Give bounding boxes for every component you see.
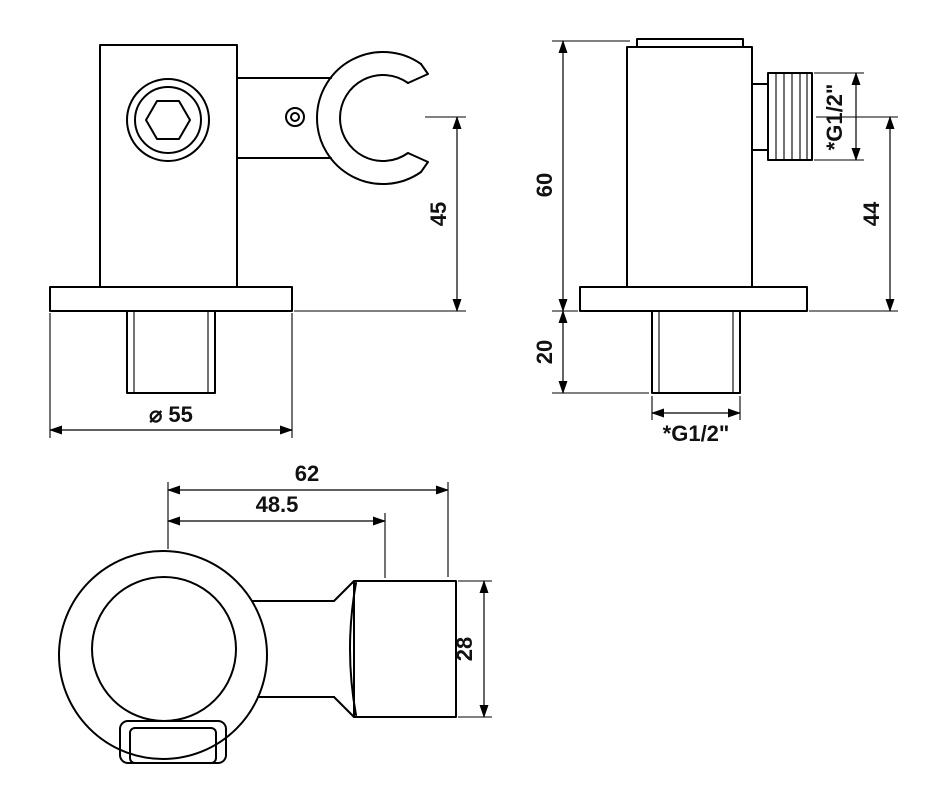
- dim-label-45: 45: [426, 202, 451, 226]
- hex-screw: [126, 78, 210, 162]
- dim-label-outlet-thread: *G1/2": [822, 84, 847, 151]
- side-top-cap: [636, 38, 744, 48]
- hex-screw-outer-circle: [126, 78, 210, 162]
- top-dim-arm-width: 48.5: [167, 492, 386, 578]
- top-dim-holder-depth: 28: [452, 580, 492, 718]
- side-dim-body-height: 60: [532, 40, 630, 312]
- side-body: [626, 46, 753, 288]
- side-stub: [651, 310, 741, 394]
- side-outlet: [751, 72, 813, 161]
- top-dim-total-width: 62: [167, 461, 449, 577]
- side-dim-stub-thread: *G1/2": [651, 396, 741, 446]
- front-dim-diameter: ⌀ 55: [49, 313, 293, 438]
- pivot-screw: [285, 107, 305, 127]
- dim-label-diameter-55: ⌀ 55: [149, 402, 193, 427]
- top-flange-circle: [58, 550, 268, 760]
- dim-label-60: 60: [532, 173, 557, 197]
- side-dim-stub-length: 20: [532, 310, 649, 394]
- dim-label-stub-thread: *G1/2": [663, 421, 730, 446]
- dim-label-20: 20: [532, 340, 557, 364]
- dim-label-62: 62: [295, 461, 319, 486]
- top-arm: [251, 580, 355, 718]
- dim-label-28: 28: [452, 637, 477, 661]
- dim-label-44: 44: [859, 201, 884, 226]
- top-view: 62 48.5 28: [58, 461, 492, 764]
- front-view: 45 ⌀ 55: [49, 44, 466, 438]
- holder-clamp: [316, 50, 429, 186]
- top-bottom-hook: [119, 720, 227, 764]
- side-dim-outlet-offset: 44: [809, 116, 898, 312]
- hex-socket: [145, 100, 191, 140]
- side-flange: [579, 286, 808, 312]
- front-arm: [236, 77, 332, 159]
- front-dim-height: 45: [294, 116, 466, 312]
- side-dim-outlet-thread: *G1/2": [814, 72, 864, 161]
- front-stub: [126, 310, 216, 394]
- top-body-circle: [91, 576, 237, 722]
- pivot-screw-center: [290, 112, 300, 122]
- hex-screw-inner-circle: [134, 86, 202, 154]
- dim-label-48-5: 48.5: [256, 492, 299, 517]
- top-holder-cylinder: [349, 580, 457, 718]
- side-view: 60 20 44 *G1/2" *G1/2": [532, 38, 898, 446]
- front-body: [99, 44, 238, 288]
- front-flange: [49, 286, 293, 312]
